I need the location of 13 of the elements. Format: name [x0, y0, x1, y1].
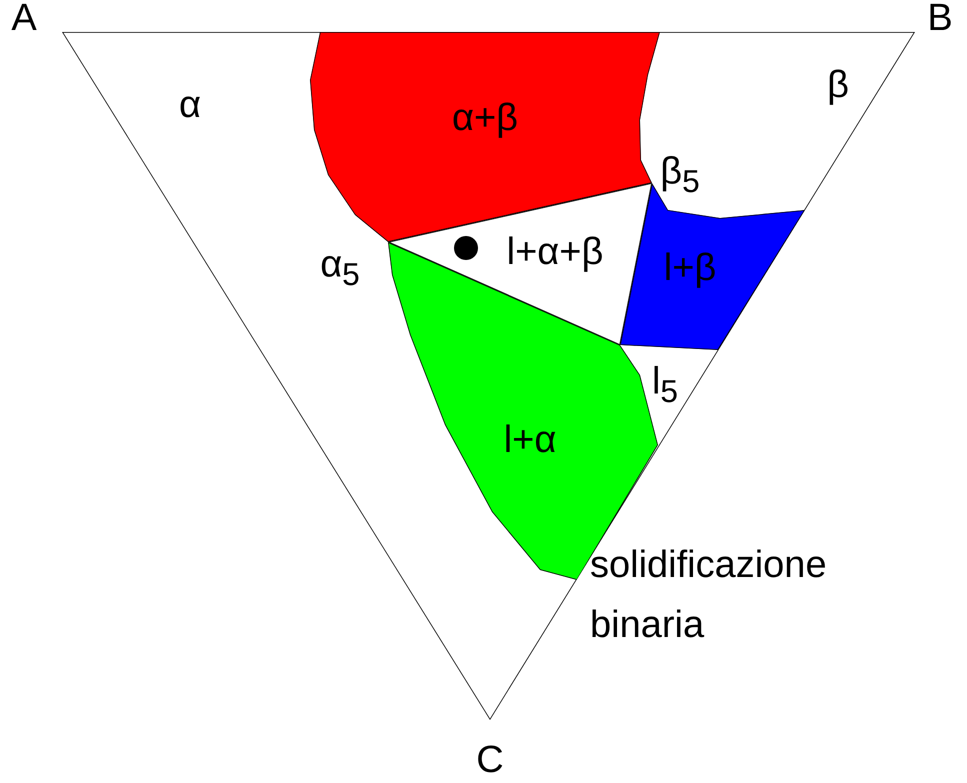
phase-label: α+β: [452, 99, 518, 137]
region-label: β: [827, 66, 849, 104]
region-label: A: [11, 0, 37, 37]
region-label: B: [927, 0, 953, 37]
region-label: C: [476, 741, 504, 779]
phase-label: l+β: [664, 249, 716, 287]
phase-label: l+α+β: [506, 233, 604, 271]
region-label: l$_{5}$: [652, 362, 678, 408]
annotation-text: solidificazione binaria: [590, 543, 828, 648]
phase-label: l+α: [504, 421, 556, 459]
region-label: α$_{5}$: [320, 245, 360, 291]
region-label: α: [179, 86, 201, 124]
region-label: β$_{5}$: [660, 152, 700, 198]
